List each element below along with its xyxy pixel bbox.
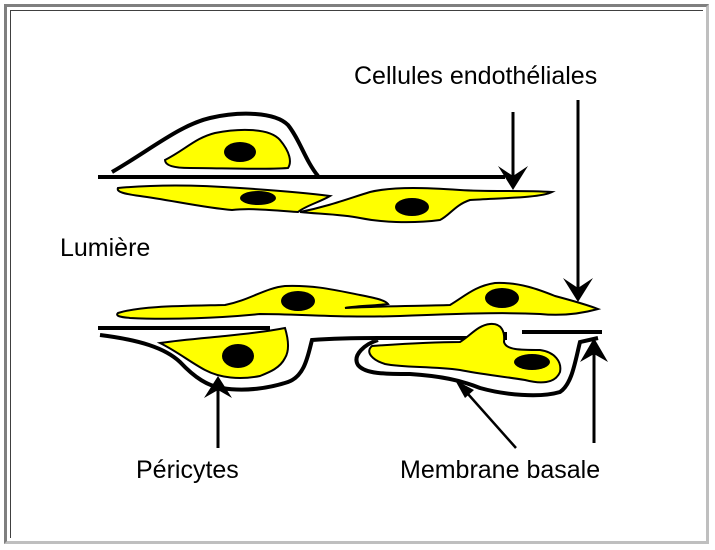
upper-endothelial-nucleus-2 [395, 198, 429, 216]
upper-endothelial-nucleus-1 [240, 191, 276, 205]
upper-endothelial-cell-1 [118, 185, 330, 212]
lower-endothelial-cell [117, 283, 598, 319]
label-lumen: Lumière [60, 234, 150, 262]
upper-wall [98, 114, 552, 222]
lower-endothelial-nucleus-2 [485, 288, 519, 308]
upper-pericyte-nucleus [224, 142, 256, 162]
lower-endothelial-nucleus-1 [281, 291, 315, 311]
label-basement-membrane: Membrane basale [400, 456, 600, 484]
label-pericytes: Péricytes [136, 456, 239, 484]
label-endothelial-cells: Cellules endothéliales [354, 62, 597, 90]
lower-pericyte-left-nucleus [222, 344, 254, 368]
lower-pericyte-right-nucleus [514, 354, 550, 370]
lower-wall [98, 283, 602, 395]
